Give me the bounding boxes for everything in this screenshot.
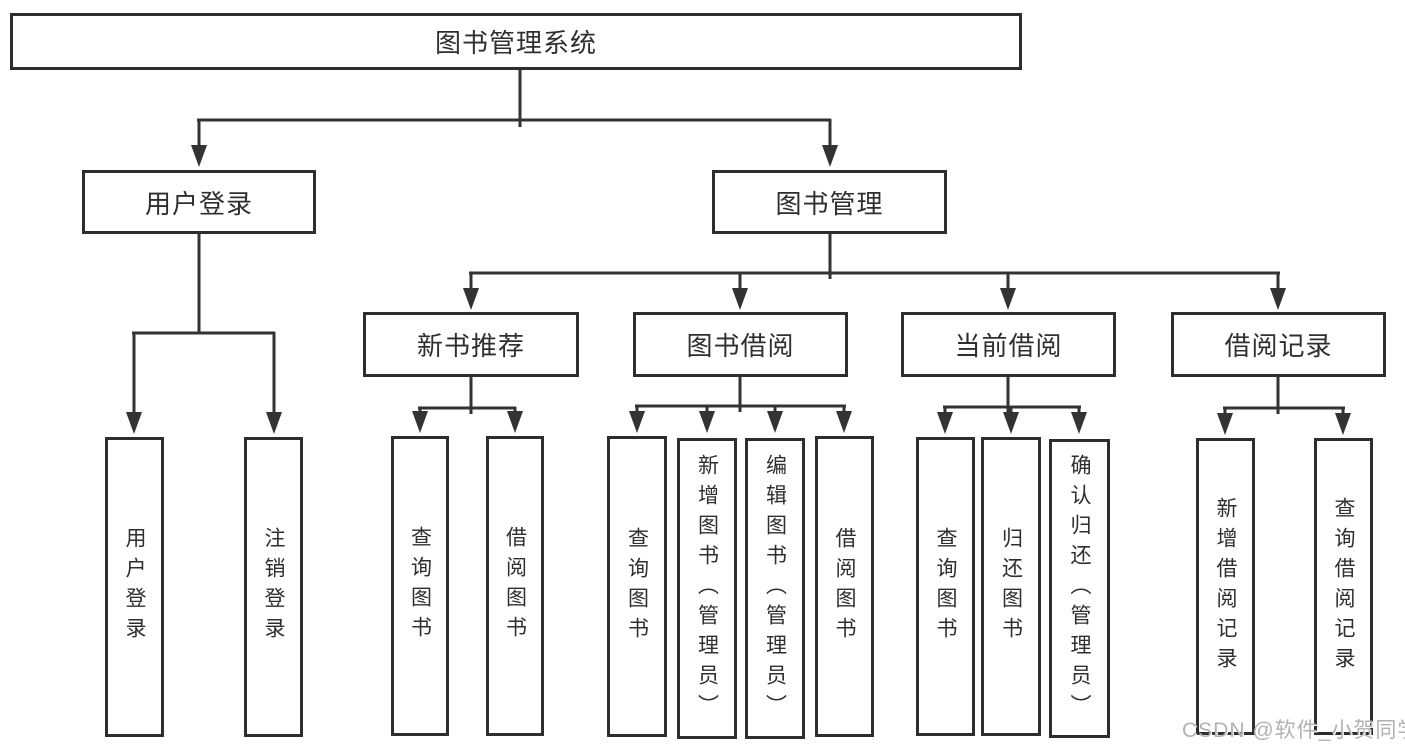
- arrowheads-level2: [191, 145, 838, 167]
- leaf-confirm-return-admin: 确认归还（管理员）: [1049, 439, 1110, 738]
- node-label: 借阅记录: [1224, 331, 1333, 361]
- node-label: 注销登录: [262, 527, 285, 647]
- leaf-return-books: 归还图书: [981, 437, 1041, 736]
- node-label: 当前借阅: [954, 331, 1063, 361]
- node-label: 新增图书（管理员）: [695, 453, 719, 724]
- node-label: 借阅图书: [503, 526, 527, 646]
- connector-current-to-leaves: [943, 377, 1081, 415]
- node-label: 图书管理: [775, 188, 884, 219]
- leaf-logout: 注销登录: [244, 437, 303, 737]
- node-label: 查询图书: [408, 526, 432, 646]
- leaf-add-books-admin: 新增图书（管理员）: [677, 438, 737, 739]
- node-label: 编辑图书（管理员）: [763, 453, 787, 724]
- node-borrowing-records: 借阅记录: [1171, 312, 1386, 377]
- node-label: 查询图书: [934, 526, 957, 647]
- node-label: 借阅图书: [833, 526, 856, 647]
- arrowheads-records-leaves: [1217, 413, 1351, 435]
- node-label: 用户登录: [144, 188, 253, 219]
- connector-records-to-leaves: [1223, 377, 1345, 417]
- arrowheads-borrow-leaves: [629, 411, 852, 433]
- node-label: 查询借阅记录: [1332, 496, 1355, 677]
- node-label: 图书管理系统: [434, 28, 597, 58]
- leaf-query-borrow-record: 查询借阅记录: [1314, 438, 1373, 735]
- connector-root-to-level2: [197, 68, 832, 150]
- arrowheads-login-leaves: [126, 412, 282, 434]
- node-library-management-system: 图书管理系统: [10, 13, 1022, 70]
- node-label: 图书借阅: [686, 331, 795, 361]
- node-book-management: 图书管理: [712, 170, 947, 234]
- node-book-borrowing: 图书借阅: [633, 312, 848, 377]
- connector-recommend-to-leaves: [418, 377, 517, 416]
- leaf-user-login: 用户登录: [105, 437, 164, 737]
- leaf-add-borrow-record: 新增借阅记录: [1196, 438, 1255, 735]
- arrowheads-level3: [463, 288, 1286, 310]
- connector-borrow-to-leaves: [635, 377, 846, 414]
- node-label: 查询图书: [625, 526, 649, 647]
- connector-mgmt-to-level3: [469, 233, 1280, 292]
- connector-login-to-leaves: [132, 233, 276, 417]
- leaf-borrow-books: 借阅图书: [815, 436, 874, 737]
- leaf-borrow-query-books: 查询图书: [607, 436, 667, 737]
- leaf-recommend-borrow-books: 借阅图书: [486, 436, 544, 736]
- arrowheads-current-leaves: [937, 412, 1087, 434]
- leaf-recommend-query-books: 查询图书: [391, 436, 449, 736]
- node-current-borrowing: 当前借阅: [901, 312, 1116, 377]
- node-label: 归还图书: [999, 526, 1023, 647]
- node-label: 用户登录: [123, 527, 146, 647]
- node-label: 新书推荐: [416, 331, 525, 361]
- node-label: 确认归还（管理员）: [1068, 453, 1091, 724]
- leaf-current-query-books: 查询图书: [916, 437, 975, 736]
- node-new-book-recommendation: 新书推荐: [363, 312, 579, 377]
- arrowheads-recommend-leaves: [412, 411, 523, 433]
- csdn-watermark: CSDN @软件_小贺同学: [1182, 719, 1405, 742]
- node-user-login: 用户登录: [82, 170, 316, 234]
- leaf-edit-books-admin: 编辑图书（管理员）: [745, 438, 805, 739]
- node-label: 新增借阅记录: [1214, 496, 1237, 677]
